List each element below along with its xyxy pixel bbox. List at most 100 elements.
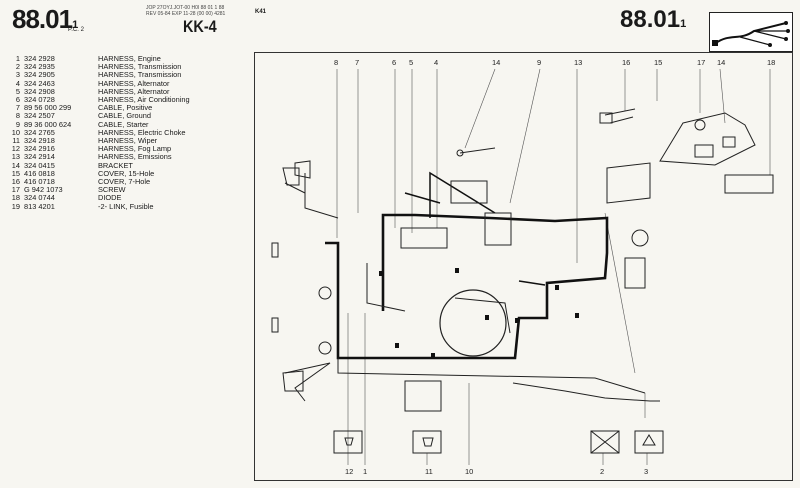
part-row: 5 324 2908 HARNESS, Alternator [6, 86, 190, 96]
part-number: 13 [11, 152, 20, 162]
part-part-number: 324 2916 [24, 144, 55, 154]
part-row: 3 324 2905 HARNESS, Transmission [6, 71, 190, 79]
part-number: 12 [11, 144, 20, 154]
part-number: 15 [11, 168, 20, 178]
page-number-suffix: 1 [72, 19, 78, 31]
part-description: HARNESS, Air Conditioning [98, 95, 190, 105]
callout-top-17: 17 [697, 58, 705, 67]
callout-top-9: 9 [537, 58, 541, 67]
document-code-line-1: JOP 27OYJ.JOT-00 H0I 88 01 1 88 [146, 5, 225, 11]
part-number: 5 [15, 86, 20, 96]
document-codes: JOP 27OYJ.JOT-00 H0I 88 01 1 88 REV 05-8… [146, 5, 256, 17]
callout-top-15: 15 [654, 58, 662, 67]
part-row: 16 416 0718 COVER, 7-Hole [6, 177, 190, 187]
part-description: HARNESS, Transmission [98, 70, 182, 80]
callout-top-14: 14 [492, 58, 500, 67]
right-page-number: 88.011 [620, 6, 686, 34]
page-number: 88.011 [12, 4, 78, 35]
part-description: HARNESS, Electric Choke [98, 127, 186, 137]
part-description: HARNESS, Fog Lamp [98, 144, 172, 154]
part-number: 16 [11, 177, 20, 187]
part-part-number: 324 0415 [24, 160, 55, 170]
callout-top-5: 5 [409, 58, 413, 67]
right-page-number-text: 88.01 [620, 6, 681, 33]
part-number: 10 [11, 127, 20, 137]
part-number: 2 [15, 62, 20, 72]
part-part-number: 324 2507 [24, 111, 55, 121]
part-row: 11 324 2918 HARNESS, Wiper [6, 136, 190, 146]
part-number: 4 [15, 78, 20, 88]
part-part-number: 324 0744 [24, 193, 55, 203]
part-part-number: 324 2908 [24, 86, 55, 96]
part-row: 6 324 0728 HARNESS, Air Conditioning [6, 95, 190, 105]
part-row: 4 324 2463 HARNESS, Alternator [6, 78, 190, 88]
callout-top-18: 18 [767, 58, 775, 67]
part-description: HARNESS, Alternator [98, 78, 170, 88]
callout-bottom-1: 1 [363, 467, 367, 476]
part-description: HARNESS, Emissions [98, 152, 172, 162]
part-number: 9 [15, 119, 20, 129]
part-part-number: 324 2905 [24, 70, 55, 80]
harness-thumbnail-icon [709, 12, 793, 52]
part-part-number: 89 56 000 299 [24, 103, 72, 113]
part-row: 17 G 942 1073 SCREW [6, 186, 190, 194]
part-row: 13 324 2914 HARNESS, Emissions [6, 153, 190, 161]
tiny-code: K41 [255, 9, 267, 15]
part-part-number: 324 2935 [24, 62, 55, 72]
part-part-number: 324 0728 [24, 95, 55, 105]
part-description: CABLE, Positive [98, 103, 153, 113]
part-part-number: 324 2918 [24, 136, 55, 146]
part-description: HARNESS, Alternator [98, 86, 170, 96]
document-code-line-2: REV 05-84 EXP 11-28 (00 00) 4281 [146, 11, 226, 17]
part-row: 1 324 2928 HARNESS, Engine [6, 54, 190, 63]
part-part-number: 324 2463 [24, 78, 55, 88]
part-number: 14 [11, 160, 20, 170]
model-title: KK-4 [183, 17, 217, 36]
part-description: HARNESS, Engine [98, 54, 161, 63]
part-part-number: 324 2928 [24, 54, 55, 63]
part-number: 11 [12, 136, 20, 146]
part-number: 3 [15, 70, 20, 80]
part-description: HARNESS, Transmission [98, 62, 182, 72]
part-row: 12 324 2916 HARNESS, Fog Lamp [6, 145, 190, 153]
part-description: COVER, 7-Hole [98, 177, 151, 187]
pc-label: P.C. 2 [68, 27, 84, 33]
part-part-number: 324 2914 [24, 152, 55, 162]
part-number: 8 [15, 111, 20, 121]
part-description: -2- LINK, Fusible [98, 201, 154, 211]
part-part-number: 416 0718 [24, 177, 55, 187]
callout-top-13: 13 [574, 58, 582, 67]
part-number: 6 [15, 95, 20, 105]
right-page-number-suffix: 1 [680, 18, 687, 30]
part-row: 18 324 0744 DIODE [6, 194, 190, 202]
part-number: 7 [15, 103, 20, 113]
callout-top-8: 8 [334, 58, 338, 67]
callout-top-4: 4 [434, 58, 438, 67]
part-row: 2 324 2935 HARNESS, Transmission [6, 62, 190, 72]
part-description: DIODE [98, 193, 122, 203]
part-description: CABLE, Ground [98, 111, 151, 121]
part-number: 1 [15, 54, 20, 63]
callout-bottom-10: 10 [465, 467, 473, 476]
part-description: HARNESS, Wiper [98, 136, 158, 146]
part-part-number: 813 4201 [24, 201, 55, 211]
part-part-number: G 942 1073 [24, 185, 63, 195]
part-part-number: 416 0818 [24, 168, 55, 178]
callout-top-16: 16 [622, 58, 630, 67]
part-description: CABLE, Starter [98, 119, 149, 129]
part-number: 18 [11, 193, 20, 203]
part-number: 17 [11, 185, 20, 195]
part-part-number: 89 36 000 624 [24, 119, 72, 129]
callout-top-7: 7 [355, 58, 359, 67]
callout-top-6: 6 [392, 58, 396, 67]
part-description: SCREW [98, 185, 126, 195]
callout-top-14: 14 [717, 58, 725, 67]
callout-bottom-12: 12 [345, 467, 353, 476]
callout-bottom-11: 11 [425, 467, 433, 476]
